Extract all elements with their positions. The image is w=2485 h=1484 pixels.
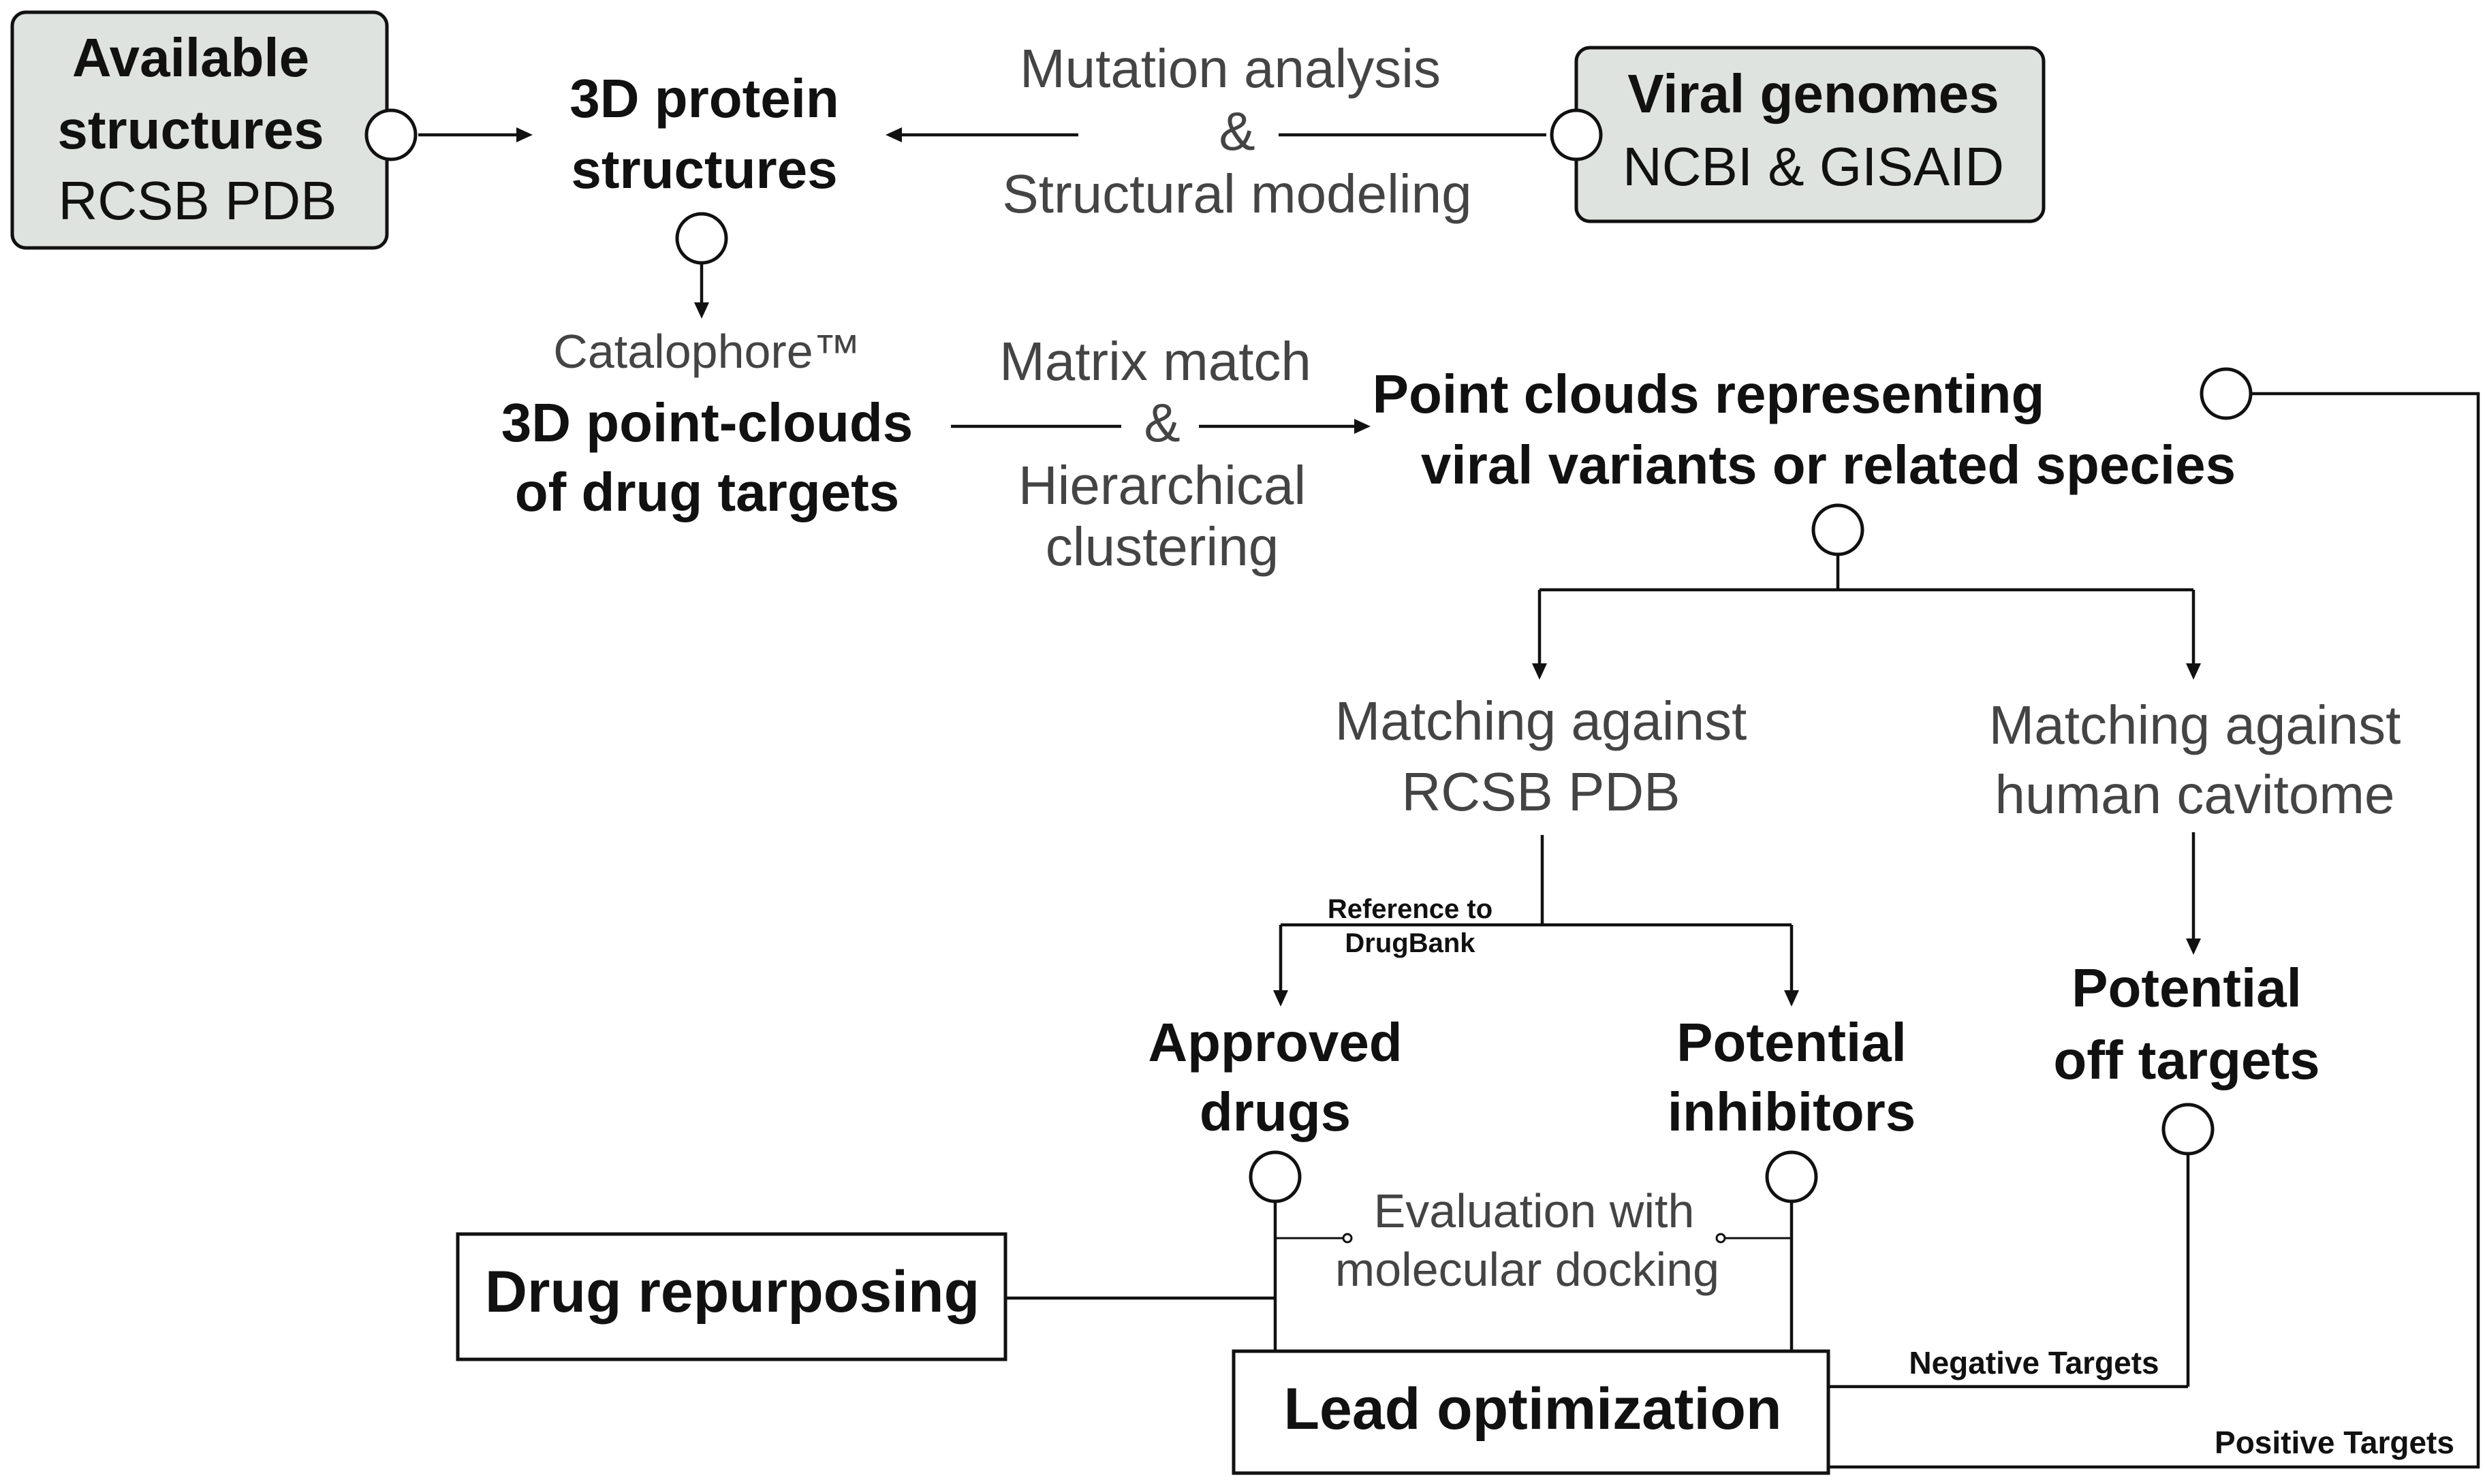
available-node bbox=[364, 108, 418, 161]
inhibitors-title-1: Potential bbox=[1676, 1012, 1907, 1073]
pointclouds-title-2: viral variants or related species bbox=[1421, 435, 2236, 495]
match-pdb-label-1: Matching against bbox=[1335, 691, 1747, 751]
approved-node bbox=[1249, 1150, 1302, 1203]
off-targets-title-2: off targets bbox=[2053, 1030, 2319, 1090]
off-targets-title-1: Potential bbox=[2072, 958, 2302, 1018]
mutation-label-2: & bbox=[1219, 101, 1255, 161]
arrowhead bbox=[694, 302, 709, 319]
match-cavitome-label-1: Matching against bbox=[1989, 695, 2401, 755]
negative-targets-label: Negative Targets bbox=[1909, 1345, 2159, 1380]
match-pdb-label-2: RCSB PDB bbox=[1402, 761, 1681, 822]
arrowhead bbox=[2186, 938, 2201, 955]
docking-left-dot bbox=[1342, 1233, 1353, 1244]
protein-title-2: structures bbox=[571, 139, 837, 200]
matrix-label-2: & bbox=[1144, 392, 1180, 453]
drug-repurposing-box bbox=[456, 1232, 1007, 1361]
drug-repurposing-label: Drug repurposing bbox=[485, 1259, 980, 1325]
pointclouds-feedback-node bbox=[2200, 367, 2253, 420]
drug-targets-title-1: 3D point-clouds bbox=[501, 392, 913, 453]
lead-optimization-box bbox=[1232, 1349, 1830, 1475]
arrowhead bbox=[1532, 663, 1547, 680]
inhibitors-title-2: inhibitors bbox=[1668, 1082, 1916, 1142]
matrix-label-3: Hierarchical bbox=[1018, 455, 1306, 516]
viral-node bbox=[1550, 108, 1603, 161]
lead-optimization-label: Lead optimization bbox=[1284, 1376, 1782, 1442]
pointclouds-title-1: Point clouds representing bbox=[1373, 364, 2045, 424]
docking-right-dot bbox=[1715, 1233, 1726, 1244]
arrowhead bbox=[1784, 990, 1799, 1007]
catalophore-label: Catalophore™ bbox=[553, 325, 860, 378]
connector-positive-feedback bbox=[1828, 392, 2480, 1469]
off-targets-node bbox=[2161, 1103, 2215, 1156]
pointclouds-node bbox=[1811, 503, 1864, 556]
viral-genomes-title: Viral genomes bbox=[1627, 63, 1999, 124]
arrowhead bbox=[516, 127, 533, 142]
approved-title-2: drugs bbox=[1200, 1082, 1351, 1142]
reference-label-2: DrugBank bbox=[1345, 928, 1475, 958]
matrix-label-4: clustering bbox=[1046, 516, 1279, 577]
reference-label-1: Reference to bbox=[1328, 894, 1492, 924]
positive-targets-label: Positive Targets bbox=[2215, 1425, 2454, 1460]
matrix-label-1: Matrix match bbox=[999, 331, 1311, 392]
evaluation-label-2: molecular docking bbox=[1335, 1243, 1719, 1296]
available-structures-source: RCSB PDB bbox=[59, 170, 337, 231]
arrowhead bbox=[1354, 419, 1371, 434]
protein-title-1: 3D protein bbox=[569, 68, 839, 129]
available-structures-title-2: structures bbox=[57, 99, 324, 160]
inhibitors-node bbox=[1765, 1150, 1818, 1203]
evaluation-label-1: Evaluation with bbox=[1374, 1184, 1695, 1237]
drug-targets-title-2: of drug targets bbox=[515, 462, 899, 522]
arrowhead bbox=[886, 127, 902, 142]
mutation-label-3: Structural modeling bbox=[1002, 163, 1471, 224]
arrowhead bbox=[2186, 663, 2201, 680]
mutation-label-1: Mutation analysis bbox=[1020, 38, 1441, 99]
arrowhead bbox=[1273, 990, 1288, 1007]
viral-genomes-source: NCBI & GISAID bbox=[1623, 136, 2004, 197]
protein-node bbox=[675, 212, 728, 265]
match-cavitome-label-2: human cavitome bbox=[1995, 764, 2395, 825]
approved-title-1: Approved bbox=[1148, 1012, 1402, 1073]
available-structures-title-1: Available bbox=[72, 27, 309, 88]
